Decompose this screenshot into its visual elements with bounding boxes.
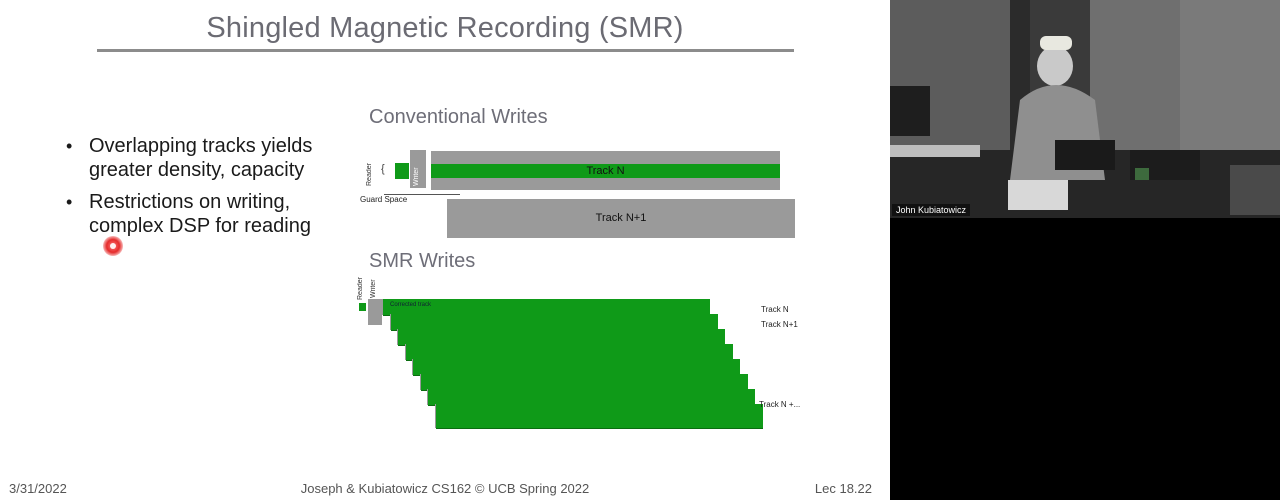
smr-track [398, 329, 725, 345]
participant-name: John Kubiatowicz [892, 204, 971, 216]
track-n1-band [447, 199, 795, 238]
conventional-writer-label: Writer [413, 167, 420, 186]
slide-title: Shingled Magnetic Recording (SMR) [206, 12, 684, 44]
conventional-heading: Conventional Writes [369, 106, 548, 128]
smr-reader-label: Reader [357, 277, 364, 300]
webcam-scene [890, 0, 1280, 218]
smr-track [413, 359, 740, 375]
reader-brace: { [381, 163, 385, 175]
smr-writer-label: Writer [370, 279, 377, 298]
smr-track [390, 314, 718, 330]
footer-course: Joseph & Kubiatowicz CS162 © UCB Spring … [300, 481, 590, 496]
conventional-reader-label: Reader [366, 163, 373, 186]
guard-space-label: Guard Space [360, 195, 408, 204]
bullet-item: Restrictions on writing, complex DSP for… [66, 190, 316, 238]
guard-space-line [384, 194, 460, 195]
conventional-reader-block [395, 163, 409, 179]
smr-track-label: Track N [761, 305, 789, 314]
slide: Shingled Magnetic Recording (SMR) Overla… [0, 0, 890, 500]
smr-writer-block [368, 299, 382, 325]
smr-track-label: Track N+1 [761, 320, 798, 329]
footer-lecture-number: Lec 18.22 [814, 481, 872, 496]
corrected-track-label: Corrected track [390, 302, 432, 308]
title-underline [97, 49, 794, 52]
smr-track [405, 344, 733, 360]
webcam-video [890, 0, 1280, 218]
smr-heading: SMR Writes [369, 250, 476, 272]
smr-track [428, 389, 755, 405]
conventional-writer-block [410, 150, 426, 188]
smr-track-label: Track N +... [759, 400, 801, 409]
track-n1-label: Track N+1 [595, 212, 647, 224]
laser-pointer-core [110, 243, 116, 249]
track-n-green [431, 164, 780, 178]
footer-date: 3/31/2022 [9, 481, 67, 496]
bullet-item: Overlapping tracks yields greater densit… [66, 134, 316, 182]
bullet-list: Overlapping tracks yields greater densit… [66, 134, 316, 246]
smr-track [420, 374, 748, 390]
track-n-label: Track N [586, 165, 625, 177]
smr-reader-block [359, 303, 366, 311]
smr-track [435, 404, 763, 428]
smr-track [383, 299, 710, 315]
